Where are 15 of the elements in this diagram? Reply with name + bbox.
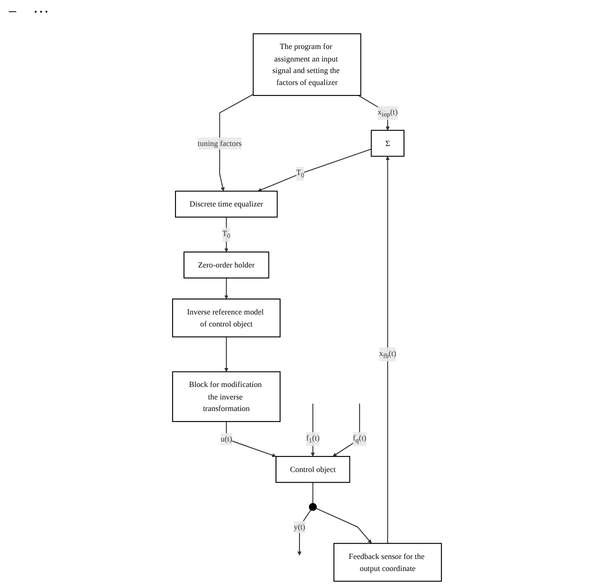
arrow [258, 148, 372, 192]
arrow [310, 403, 315, 457]
arrow [224, 336, 228, 372]
arrow [358, 94, 390, 131]
connector [312, 482, 314, 504]
node-circle [308, 502, 317, 511]
arrow [224, 278, 228, 300]
arrow [219, 94, 254, 192]
arrow [316, 508, 372, 544]
arrow [226, 421, 276, 458]
note-text: ··· [33, 4, 50, 23]
arrow [386, 156, 390, 544]
arrow [297, 509, 312, 556]
arrow [224, 216, 228, 252]
note-text: − [8, 4, 18, 23]
